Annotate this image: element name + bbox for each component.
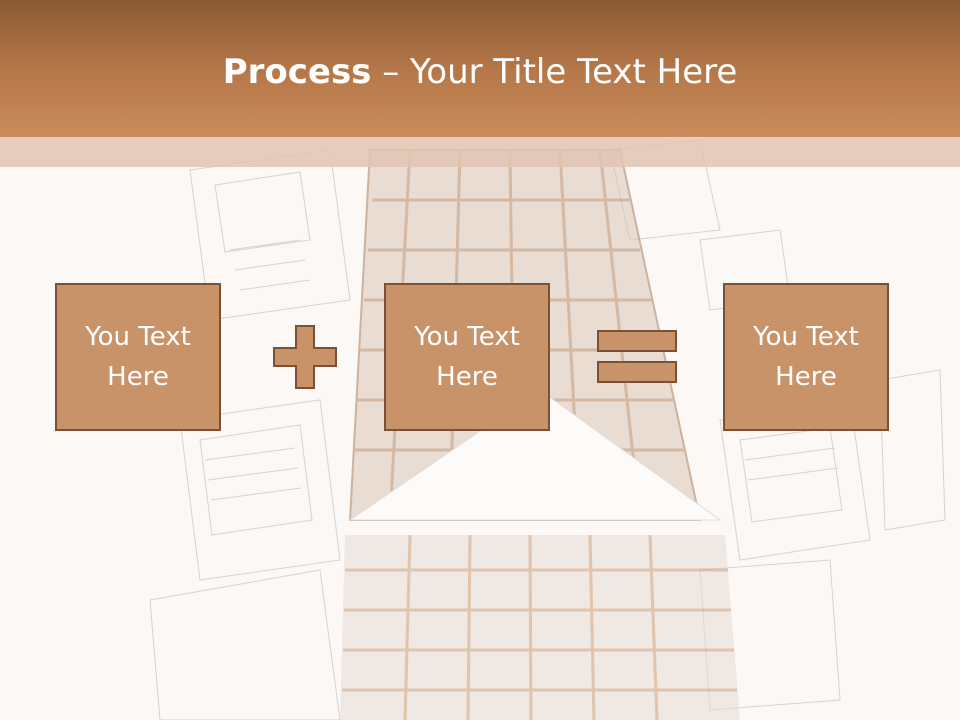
title-rest: – Your Title Text Here [371,52,738,92]
text-box-2[interactable]: You Text Here [384,283,550,431]
text-box-3[interactable]: You Text Here [723,283,889,431]
title-bold: Process [222,52,372,92]
equals-icon [597,330,677,383]
slide-title[interactable]: Process – Your Title Text Here [0,52,960,92]
text-box-1[interactable]: You Text Here [55,283,221,431]
title-strip [0,137,960,167]
plus-icon [273,325,337,389]
title-bar [0,0,960,137]
